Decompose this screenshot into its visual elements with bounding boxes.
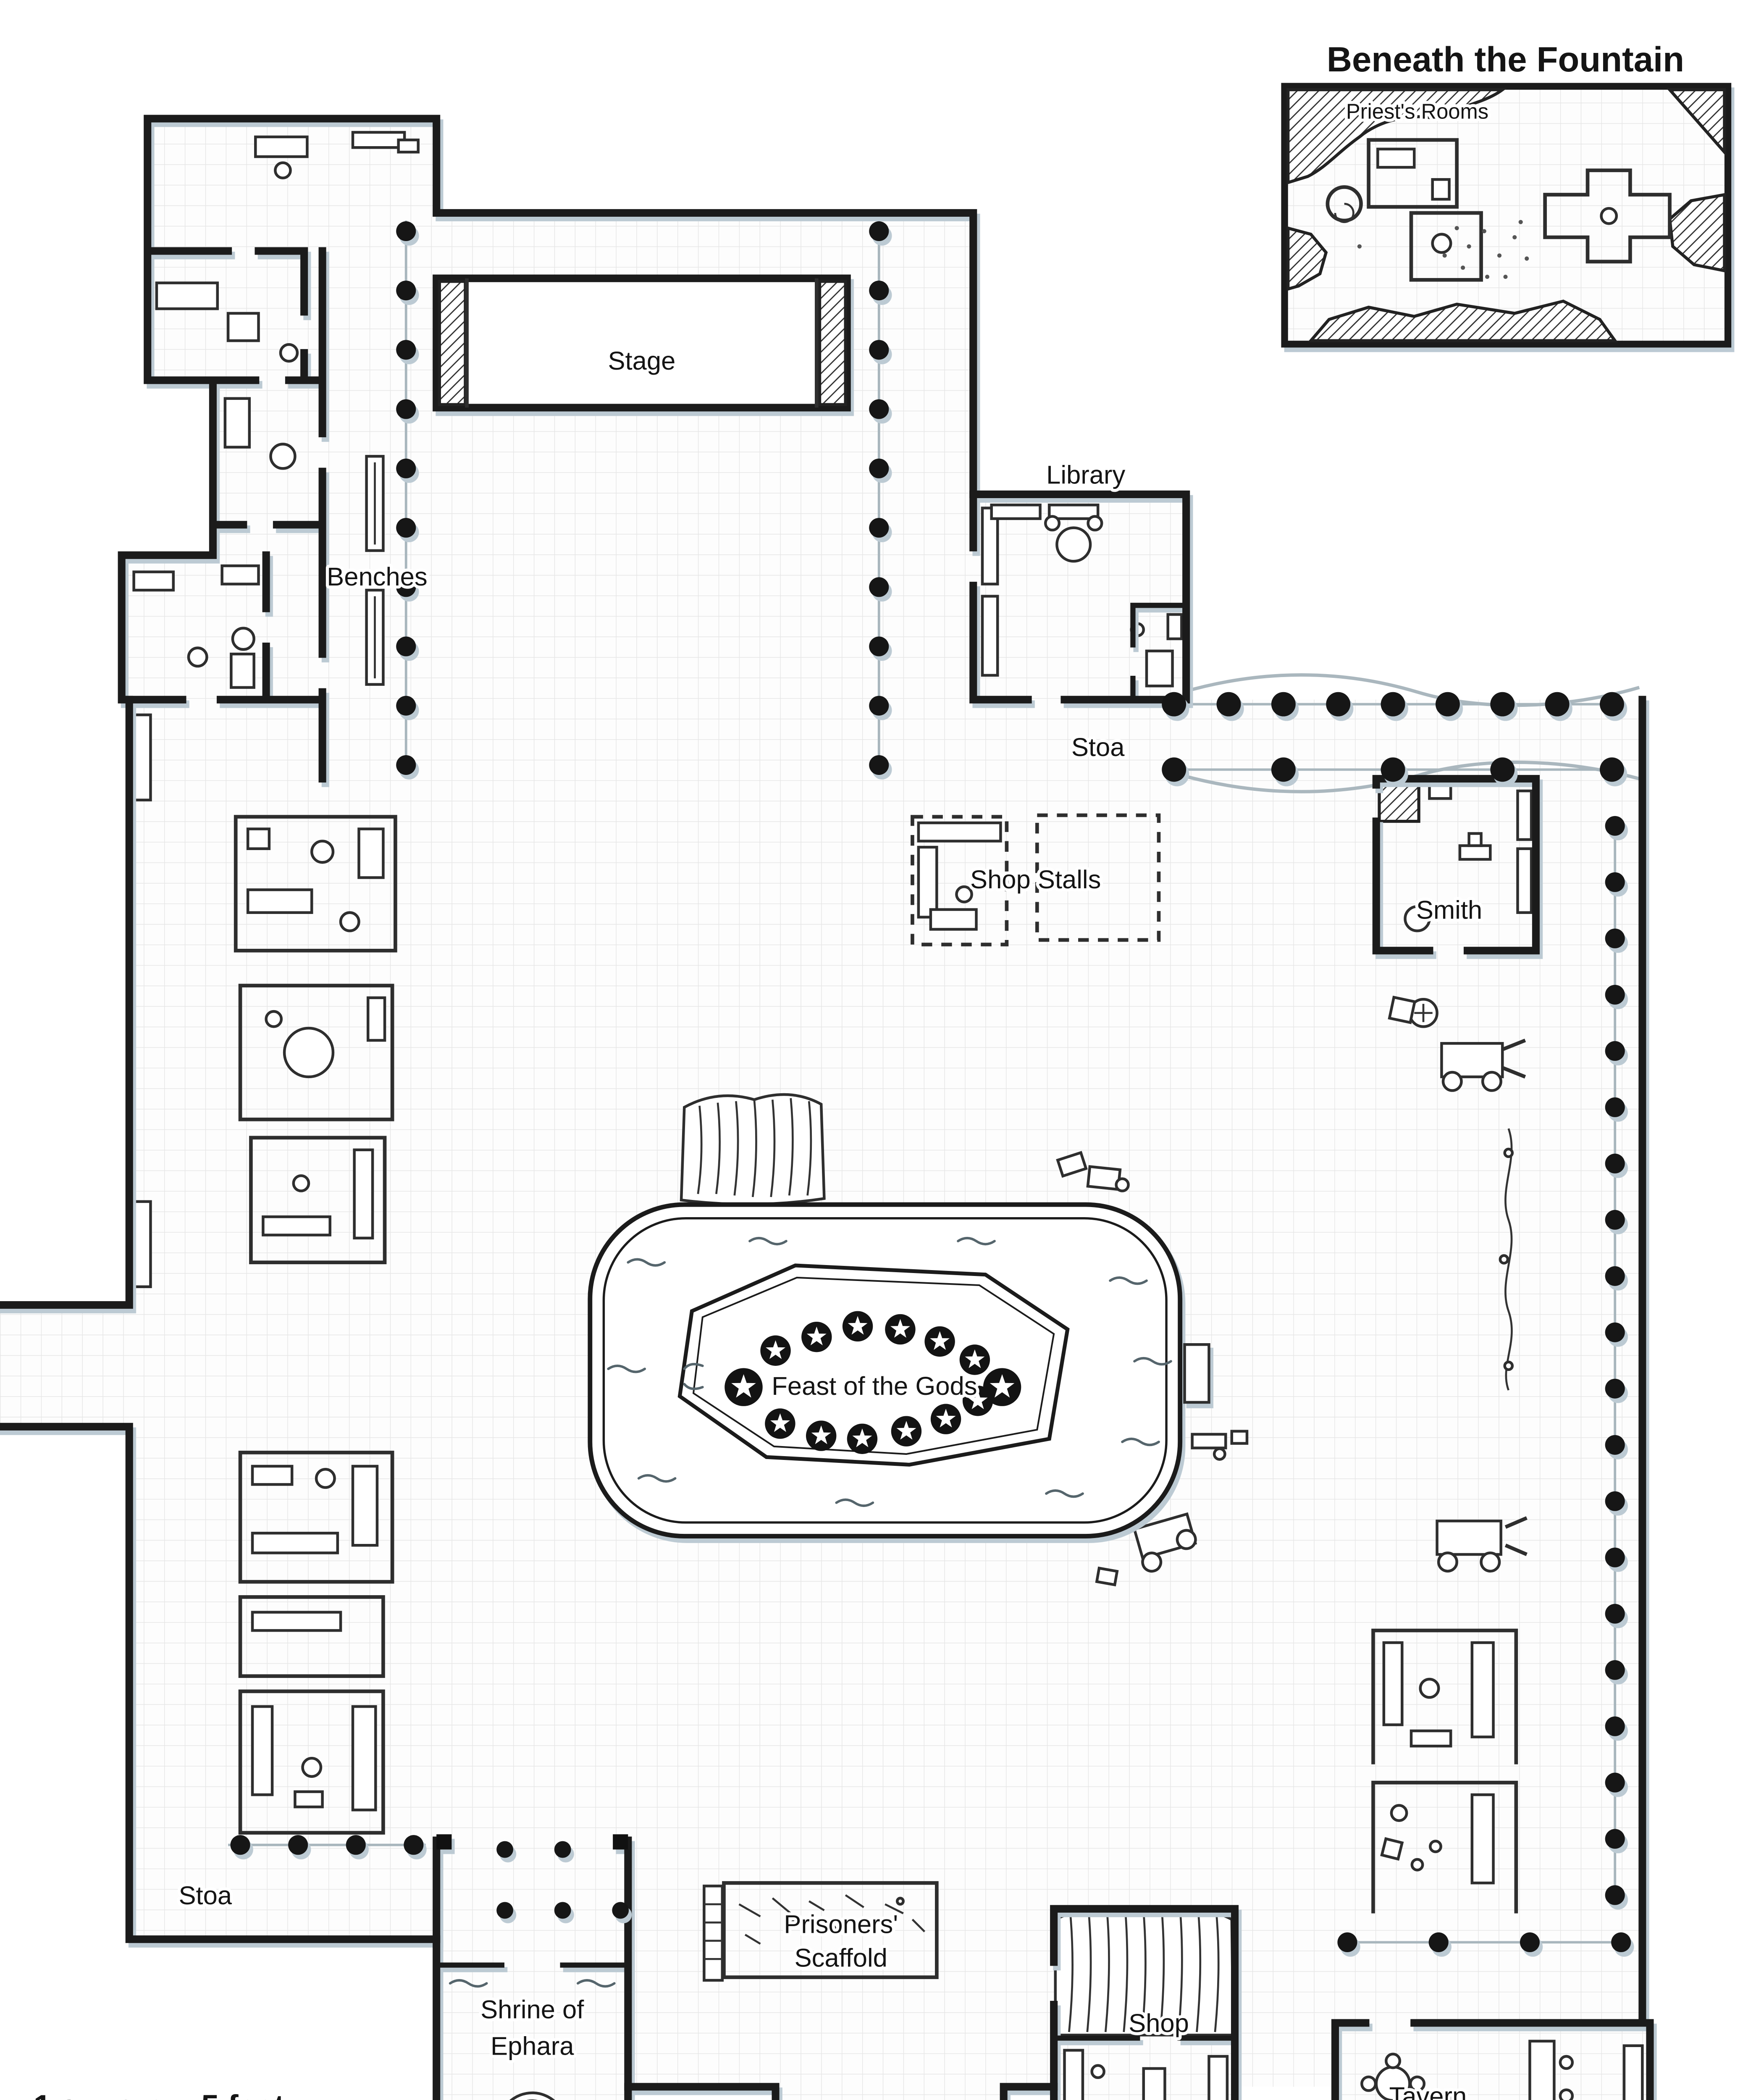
bench bbox=[132, 1200, 152, 1288]
bench bbox=[132, 713, 152, 802]
label-shop-stalls: Shop Stalls bbox=[970, 865, 1101, 894]
label-priests-rooms: Priest's Rooms bbox=[1346, 99, 1488, 123]
cart bbox=[1436, 1516, 1528, 1573]
label-stoa-top: Stoa bbox=[1071, 733, 1125, 762]
label-feast-of-the-gods: Feast of the Gods bbox=[772, 1372, 977, 1401]
benches bbox=[365, 455, 385, 686]
shop-stalls bbox=[911, 813, 1161, 947]
label-tavern: Tavern bbox=[1389, 2082, 1467, 2100]
label-shrine-line1: Shrine of bbox=[480, 1995, 584, 2024]
rubble-speckles bbox=[1357, 220, 1529, 279]
tavern-tables bbox=[1360, 2040, 1644, 2100]
inset-map bbox=[1281, 83, 1732, 348]
shrine-altar-star bbox=[509, 2091, 555, 2100]
spiral-stair bbox=[1326, 185, 1363, 223]
smith-forge bbox=[1378, 780, 1533, 1092]
label-stoa-bottom: Stoa bbox=[178, 1881, 232, 1910]
label-shop: Shop bbox=[1129, 2009, 1189, 2038]
label-benches: Benches bbox=[327, 562, 428, 591]
fountain bbox=[588, 1202, 1210, 1538]
inset-title: Beneath the Fountain bbox=[1327, 40, 1684, 79]
colonnade-columns bbox=[230, 221, 1631, 1952]
furniture-layer bbox=[132, 131, 1644, 2100]
fountain-outlet bbox=[1183, 1343, 1210, 1404]
label-stage: Stage bbox=[608, 346, 676, 375]
label-prisoners-line2: Scaffold bbox=[795, 1943, 887, 1972]
wall-layer bbox=[0, 115, 1654, 2100]
prisoners-scaffold bbox=[703, 1881, 939, 1982]
stage-area bbox=[433, 274, 851, 412]
label-library: Library bbox=[1046, 461, 1125, 490]
label-prisoners-line1: Prisoners' bbox=[784, 1910, 898, 1939]
scale-legend: 1 square = 5 feet bbox=[34, 2089, 285, 2100]
shop-canopy bbox=[1054, 1906, 1235, 2037]
label-smith: Smith bbox=[1416, 895, 1482, 924]
rope-garland bbox=[1504, 1128, 1513, 1391]
cart bbox=[1132, 1512, 1197, 1573]
awning-tent bbox=[680, 1093, 826, 1206]
label-layer: Beneath the Fountain Priest's Rooms Stag… bbox=[30, 36, 1688, 2100]
label-shrine-line2: Ephara bbox=[491, 2032, 574, 2061]
